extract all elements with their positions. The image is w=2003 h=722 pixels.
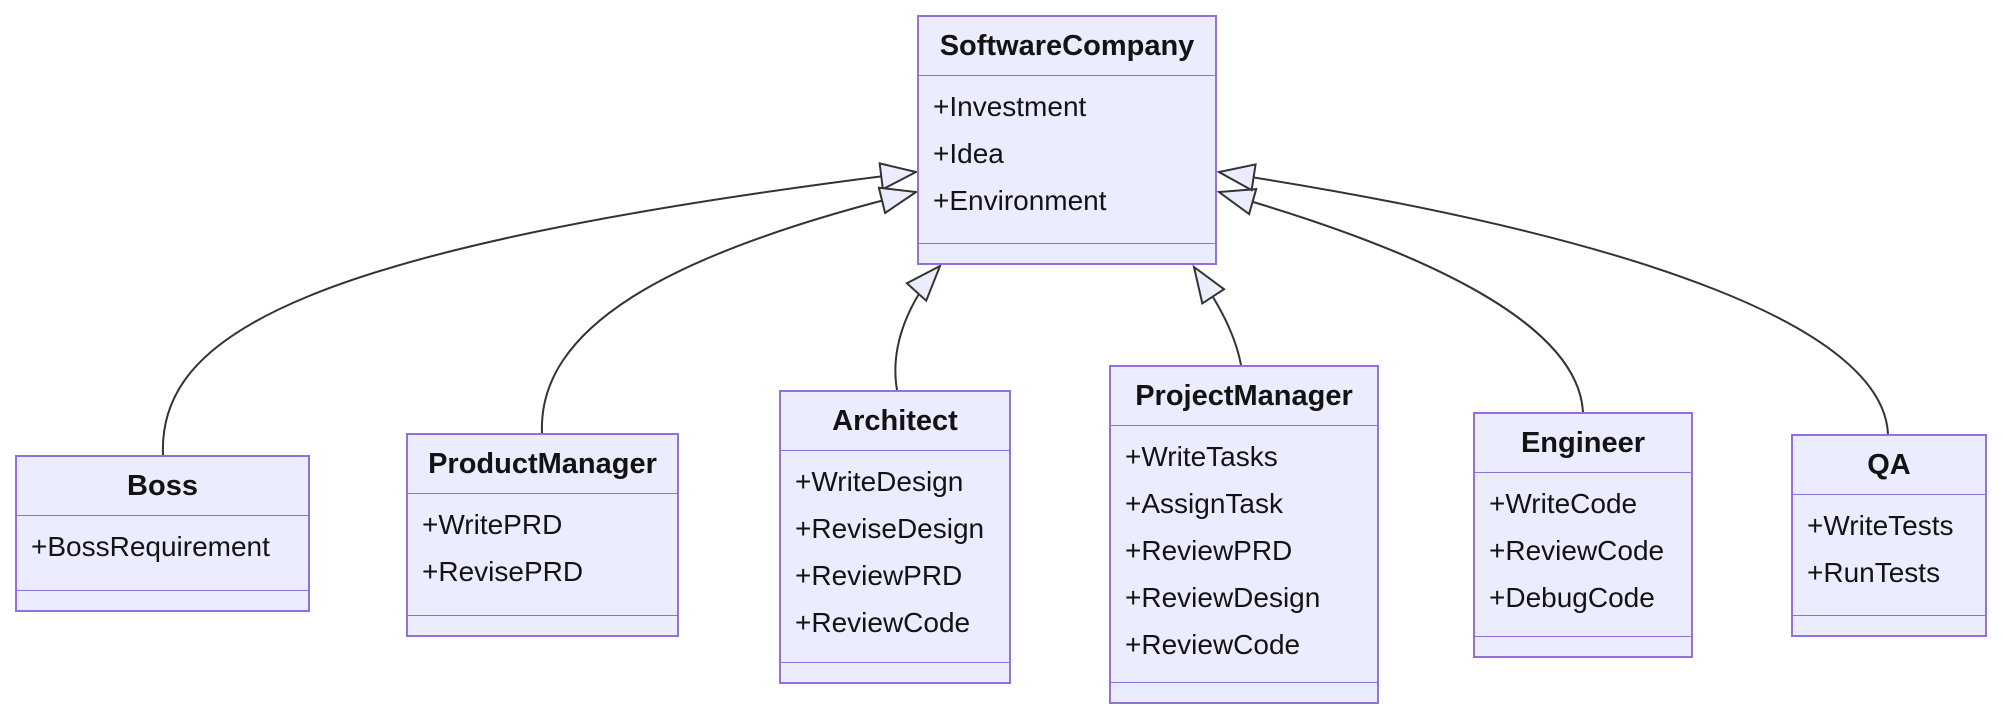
attribute: +Environment bbox=[933, 185, 1107, 216]
inheritance-edge-projectmanager bbox=[1192, 264, 1242, 366]
attribute: +DebugCode bbox=[1489, 582, 1655, 613]
attribute: +Investment bbox=[933, 91, 1087, 122]
class-methods-empty bbox=[919, 243, 1215, 263]
class-box-boss: Boss +BossRequirement bbox=[15, 455, 310, 612]
attribute: +WriteDesign bbox=[795, 466, 964, 497]
class-methods-empty bbox=[1793, 615, 1985, 635]
attribute: +ReviewPRD bbox=[795, 560, 963, 591]
attribute: +AssignTask bbox=[1125, 488, 1283, 519]
class-box-projectmanager: ProjectManager +WriteTasks +AssignTask +… bbox=[1109, 365, 1379, 704]
class-attributes: +WriteDesign +ReviseDesign +ReviewPRD +R… bbox=[781, 451, 1009, 662]
class-title: SoftwareCompany bbox=[919, 17, 1215, 76]
inheritance-edge-productmanager bbox=[540, 186, 919, 434]
attribute: +WriteTests bbox=[1807, 510, 1954, 541]
attribute: +RevisePRD bbox=[422, 556, 584, 587]
class-methods-empty bbox=[17, 590, 308, 610]
inheritance-edge-boss bbox=[161, 162, 919, 456]
class-attributes: +WriteTests +RunTests bbox=[1793, 495, 1985, 615]
class-box-softwarecompany: SoftwareCompany +Investment +Idea +Envir… bbox=[917, 15, 1217, 265]
attribute: +BossRequirement bbox=[31, 531, 270, 562]
attribute: +ReviseDesign bbox=[795, 513, 985, 544]
class-attributes: +WriteCode +ReviewCode +DebugCode bbox=[1475, 473, 1691, 636]
class-title: Architect bbox=[781, 392, 1009, 451]
inheritance-edge-architect bbox=[894, 263, 942, 391]
attribute: +RunTests bbox=[1807, 557, 1941, 588]
class-box-productmanager: ProductManager +WritePRD +RevisePRD bbox=[406, 433, 679, 637]
class-attributes: +WritePRD +RevisePRD bbox=[408, 494, 677, 615]
attribute: +ReviewDesign bbox=[1125, 582, 1321, 613]
class-title: ProjectManager bbox=[1111, 367, 1377, 426]
class-attributes: +WriteTasks +AssignTask +ReviewPRD +Revi… bbox=[1111, 426, 1377, 682]
class-attributes: +Investment +Idea +Environment bbox=[919, 76, 1215, 243]
class-methods-empty bbox=[1111, 682, 1377, 702]
inheritance-edge-engineer bbox=[1216, 187, 1584, 413]
class-box-qa: QA +WriteTests +RunTests bbox=[1791, 434, 1987, 637]
attribute: +WriteCode bbox=[1489, 488, 1638, 519]
class-title: QA bbox=[1793, 436, 1985, 495]
attribute: +WriteTasks bbox=[1125, 441, 1278, 472]
attribute: +WritePRD bbox=[422, 509, 563, 540]
class-methods-empty bbox=[1475, 636, 1691, 656]
class-title: ProductManager bbox=[408, 435, 677, 494]
class-methods-empty bbox=[781, 662, 1009, 682]
attribute: +ReviewPRD bbox=[1125, 535, 1293, 566]
attribute: +ReviewCode bbox=[795, 607, 971, 638]
inheritance-edge-qa bbox=[1216, 163, 1889, 435]
attribute: +Idea bbox=[933, 138, 1004, 169]
class-attributes: +BossRequirement bbox=[17, 516, 308, 590]
class-box-engineer: Engineer +WriteCode +ReviewCode +DebugCo… bbox=[1473, 412, 1693, 658]
attribute: +ReviewCode bbox=[1489, 535, 1665, 566]
attribute: +ReviewCode bbox=[1125, 629, 1301, 660]
class-box-architect: Architect +WriteDesign +ReviseDesign +Re… bbox=[779, 390, 1011, 684]
class-title: Boss bbox=[17, 457, 308, 516]
class-title: Engineer bbox=[1475, 414, 1691, 473]
class-methods-empty bbox=[408, 615, 677, 635]
